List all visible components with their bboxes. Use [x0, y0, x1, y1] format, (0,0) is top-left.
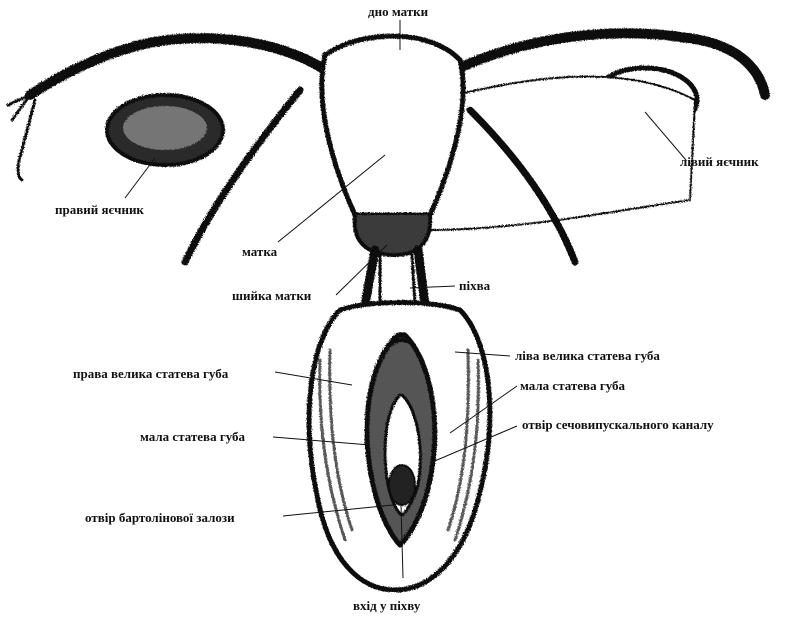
label-left-ovary: лівий яєчник	[680, 155, 759, 168]
label-right-labia-majora: права велика статева губа	[73, 367, 228, 380]
label-vagina: піхва	[459, 279, 490, 292]
label-left-labia-majora: ліва велика статева губа	[515, 349, 660, 362]
broad-ligament	[430, 77, 695, 230]
label-vaginal-entrance: вхід у піхву	[353, 599, 420, 612]
label-uterus: матка	[242, 245, 277, 258]
right-fallopian-tube	[30, 38, 325, 95]
label-fundus: дно матки	[368, 5, 428, 18]
right-fimbriae	[8, 95, 35, 180]
label-cervix: шийка матки	[232, 289, 311, 302]
label-labia-minora-left: мала статева губа	[520, 379, 625, 392]
uterus-body	[322, 36, 463, 215]
label-urethral-opening: отвір сечовипускального каналу	[522, 418, 714, 431]
label-bartholin-opening: отвір бартолінової залози	[85, 511, 235, 524]
vaginal-opening	[389, 465, 415, 505]
label-right-ovary: правий яєчник	[55, 203, 144, 216]
label-labia-minora-right: мала статева губа	[140, 430, 245, 443]
